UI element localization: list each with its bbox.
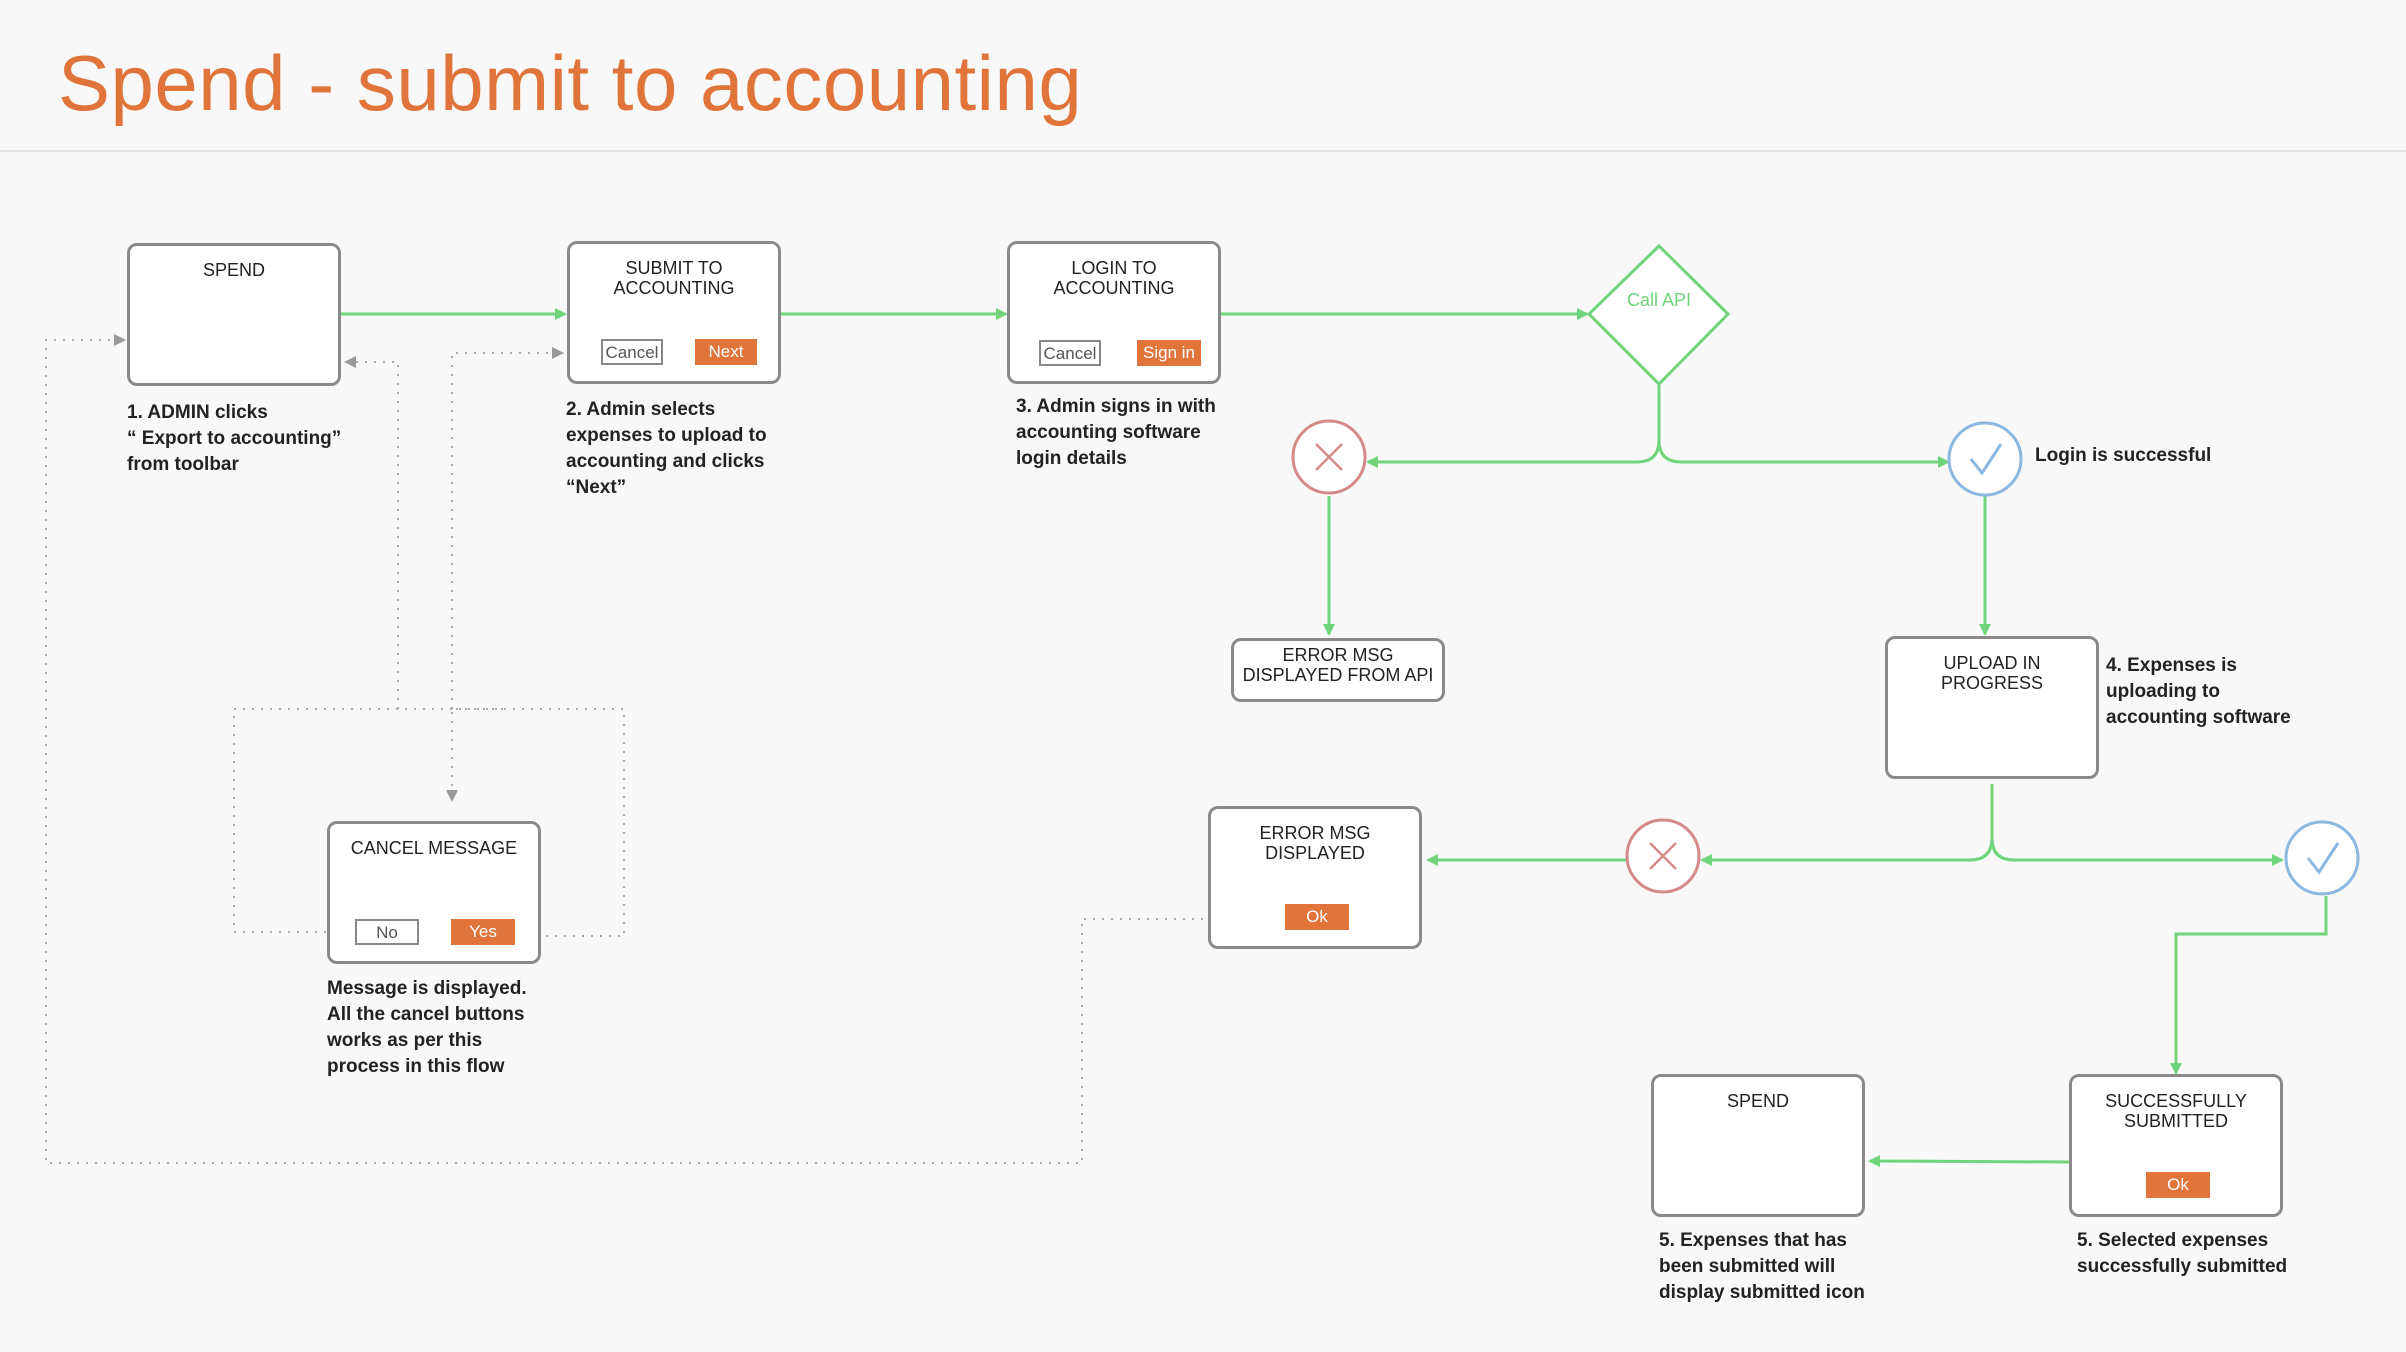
error-msg-screen: ERROR MSG DISPLAYED Ok [1208, 806, 1422, 949]
call-api-label: Call API [1626, 290, 1692, 310]
arrow-upload-to-error [1700, 784, 1994, 866]
step-1-note: 1. ADMIN clicks “ Export to accounting” … [127, 402, 342, 475]
dotted-cancel-frame [344, 356, 399, 709]
arrow-submitted-to-spend [1868, 1155, 2071, 1168]
error-msg-title: ERROR MSG DISPLAYED [1259, 823, 1371, 863]
successfully-submitted-screen: SUCCESSFULLY SUBMITTED Ok [2069, 1074, 2283, 1217]
step-5-success-note: 5. Selected expenses successfully submit… [2077, 1230, 2288, 1277]
arrow-api-to-error [1366, 384, 1661, 468]
ok-button[interactable]: Ok [1285, 904, 1349, 930]
yes-button[interactable]: Yes [451, 919, 515, 945]
cancel-message-title: CANCEL MESSAGE [350, 838, 518, 858]
step-5-submitted-icon-note: 5. Expenses that has been submitted will… [1659, 1230, 1865, 1303]
dotted-loop-outer [45, 334, 1284, 1164]
spend-title: SPEND [202, 260, 265, 280]
arrow-success-to-submitted [2170, 896, 2328, 1075]
arrow-api-to-success [1657, 439, 1950, 468]
step-3-note: 3. Admin signs in with accounting softwa… [1016, 396, 1216, 469]
check-icon [2284, 820, 2360, 896]
login-title: LOGIN TO ACCOUNTING [1053, 258, 1175, 298]
error-msg-api-screen: ERROR MSG DISPLAYED FROM API [1231, 638, 1445, 702]
error-icon [1625, 818, 1701, 894]
cancel-button[interactable]: Cancel [601, 339, 663, 365]
error-api-title: ERROR MSG DISPLAYED FROM API [1242, 645, 1434, 685]
header: Spend - submit to accounting [0, 0, 2406, 152]
submit-to-accounting-screen: SUBMIT TO ACCOUNTING Cancel Next [567, 241, 781, 384]
upload-in-progress-screen: UPLOAD IN PROGRESS [1885, 636, 2099, 779]
cancel-note: Message is displayed. All the cancel but… [327, 978, 527, 1077]
page-title: Spend - submit to accounting [58, 39, 1083, 127]
sign-in-button[interactable]: Sign in [1137, 340, 1201, 366]
cancel-message-screen: CANCEL MESSAGE No Yes [327, 821, 541, 964]
login-success-note: Login is successful [2035, 445, 2212, 466]
login-to-accounting-screen: LOGIN TO ACCOUNTING Cancel Sign in [1007, 241, 1221, 384]
submit-title: SUBMIT TO ACCOUNTING [613, 258, 735, 298]
success-title: SUCCESSFULLY SUBMITTED [2105, 1091, 2247, 1131]
next-button[interactable]: Next [695, 339, 757, 365]
call-api-diamond [1586, 243, 1731, 387]
check-icon [1947, 421, 2023, 497]
error-icon [1291, 419, 1367, 495]
cancel-button[interactable]: Cancel [1039, 340, 1101, 366]
no-button[interactable]: No [355, 919, 419, 945]
upload-title: UPLOAD IN PROGRESS [1940, 653, 2044, 693]
step-4-note: 4. Expenses is uploading to accounting s… [2106, 655, 2291, 728]
arrow-upload-to-success [1990, 837, 2284, 866]
spend-screen-final: SPEND [1651, 1074, 1865, 1217]
ok-button[interactable]: Ok [2146, 1172, 2210, 1198]
spend-screen[interactable]: SPEND [127, 243, 341, 386]
step-2-note: 2. Admin selects expenses to upload to a… [566, 399, 767, 498]
spend-final-title: SPEND [1726, 1091, 1789, 1111]
